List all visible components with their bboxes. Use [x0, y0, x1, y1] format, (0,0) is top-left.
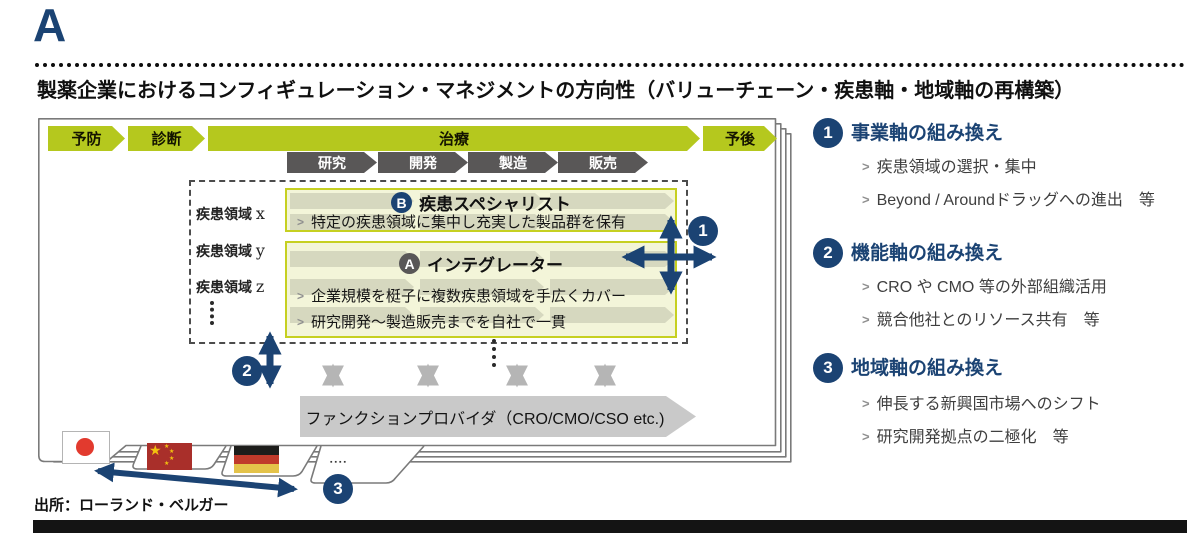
marker-3-circle: 3	[323, 474, 353, 504]
label-text: 疾患領域	[196, 206, 252, 222]
bullet-marker: >	[862, 279, 870, 294]
legend-2-circle: 2	[813, 238, 843, 268]
integrator-bullet-1: > 企業規模を梃子に複数疾患領域を手広くカバー	[297, 285, 626, 306]
marker-1-circle: 1	[688, 216, 718, 246]
bullet-marker: >	[862, 429, 870, 444]
label-var: x	[255, 204, 265, 223]
chevron-label: 販売	[589, 154, 617, 171]
label-var: z	[255, 277, 265, 296]
vertical-ellipsis-center	[492, 339, 496, 367]
badge-a-icon: A	[399, 253, 420, 274]
region-axis-arrow	[94, 462, 298, 498]
label-text: 疾患領域	[196, 243, 252, 259]
legend-1-heading: 事業軸の組み換え	[851, 123, 1004, 144]
integrator-title: インテグレーター	[427, 256, 563, 275]
chevron-manufacturing: 製造	[468, 152, 558, 173]
disease-area-z-label: 疾患領域 z	[196, 277, 264, 297]
specialist-panel: B 疾患スペシャリスト >特定の疾患領域に集中し充実した製品群を保有	[285, 188, 677, 232]
legend-3-heading: 地域軸の組み換え	[851, 358, 1004, 379]
germany-flag-gold-stripe	[234, 464, 279, 473]
germany-flag-icon	[234, 446, 279, 473]
chevron-prevention: 予防	[48, 126, 125, 151]
bullet-marker: >	[297, 289, 305, 303]
legend-3-bullet-1: > 伸長する新興国市場へのシフト	[862, 390, 1101, 414]
legend-2-heading: 機能軸の組み換え	[851, 243, 1004, 264]
star-icon: ★	[169, 449, 175, 455]
bullet-text: 特定の疾患領域に集中し充実した製品群を保有	[311, 214, 627, 231]
source-note: 出所：ローランド・ベルガー	[34, 497, 229, 514]
specialist-bullet: > 特定の疾患領域に集中し充実した製品群を保有	[297, 211, 627, 231]
chevron-label: 研究	[318, 154, 346, 171]
china-flag-icon: ★ ★ ★ ★ ★	[147, 443, 192, 470]
star-icon: ★	[164, 461, 170, 467]
germany-flag-red-stripe	[234, 455, 279, 464]
bullet-text: 競合他社とのリソース共有 等	[876, 312, 1100, 329]
ghost-chevron	[550, 307, 674, 323]
vertical-ellipsis-left	[210, 301, 214, 325]
bullet-marker: >	[862, 396, 870, 411]
bottom-bar	[33, 520, 1187, 533]
disease-area-x-label: 疾患領域 x	[196, 204, 265, 224]
bullet-marker: >	[862, 192, 870, 207]
dotted-divider	[35, 63, 1185, 67]
integrator-title-row: A インテグレーター	[287, 251, 675, 276]
chevron-development: 開発	[378, 152, 468, 173]
bullet-text: Beyond / Aroundドラッグへの進出 等	[876, 192, 1155, 209]
page-title: 製薬企業におけるコンフィギュレーション・マネジメントの方向性（バリューチェーン・…	[37, 80, 1075, 102]
chevron-treatment: 治療	[208, 126, 700, 151]
chevron-research: 研究	[287, 152, 377, 173]
chevron-label: 予防	[71, 131, 102, 148]
legend-3-circle: 3	[813, 353, 843, 383]
section-letter: A	[33, 0, 67, 51]
marker-2-circle: 2	[232, 356, 262, 386]
badge-b-icon: B	[391, 192, 413, 213]
label-text: 疾患領域	[196, 279, 252, 295]
japan-flag-icon	[62, 431, 110, 464]
germany-flag-black-stripe	[234, 446, 279, 455]
chevron-label: 治療	[438, 131, 469, 148]
function-provider-bar: ファンクションプロバイダ（CRO/CMO/CSO etc.)	[300, 396, 696, 437]
legend-1-bullet-1: > 疾患領域の選択・集中	[862, 153, 1037, 177]
chevron-label: 診断	[151, 131, 182, 148]
legend-3-bullet-2: > 研究開発拠点の二極化 等	[862, 423, 1069, 447]
chevron-diagnosis: 診断	[128, 126, 205, 151]
chevron-prognosis: 予後	[703, 126, 777, 151]
more-pages-dots: ▪▪▪▪	[330, 459, 348, 466]
bullet-marker: >	[862, 159, 870, 174]
japan-flag-sun	[76, 438, 94, 456]
chevron-label: 開発	[409, 154, 437, 171]
bullet-text: 研究開発～製造販売までを自社で一貫	[311, 314, 567, 331]
legend-2-bullet-1: > CRO や CMO 等の外部組織活用	[862, 273, 1107, 297]
label-var: y	[255, 241, 265, 260]
bullet-text: 疾患領域の選択・集中	[876, 159, 1037, 176]
bullet-text: 企業規模を梃子に複数疾患領域を手広くカバー	[311, 288, 627, 305]
chevron-label: 予後	[724, 131, 755, 148]
legend-2-bullet-2: > 競合他社とのリソース共有 等	[862, 306, 1100, 330]
star-icon: ★	[149, 443, 162, 458]
disease-area-y-label: 疾患領域 y	[196, 241, 265, 261]
integrator-bullet-2: > 研究開発～製造販売までを自社で一貫	[297, 311, 566, 332]
bullet-marker: >	[862, 312, 870, 327]
bullet-text: 研究開発拠点の二極化 等	[876, 429, 1069, 446]
legend-1-bullet-2: > Beyond / Aroundドラッグへの進出 等	[862, 186, 1155, 210]
bullet-text: 伸長する新興国市場へのシフト	[876, 396, 1101, 413]
chevron-label: 製造	[499, 154, 527, 171]
chevron-sales: 販売	[558, 152, 648, 173]
legend-1-circle: 1	[813, 118, 843, 148]
bullet-marker: >	[297, 315, 305, 329]
bullet-text: CRO や CMO 等の外部組織活用	[876, 279, 1107, 296]
star-icon: ★	[169, 456, 175, 462]
bullet-marker: >	[297, 215, 305, 229]
function-provider-label: ファンクションプロバイダ（CRO/CMO/CSO etc.)	[305, 410, 665, 428]
integrator-panel: A インテグレーター > 企業規模を梃子に複数疾患領域を手広くカバー > 研究開発～…	[285, 241, 677, 338]
